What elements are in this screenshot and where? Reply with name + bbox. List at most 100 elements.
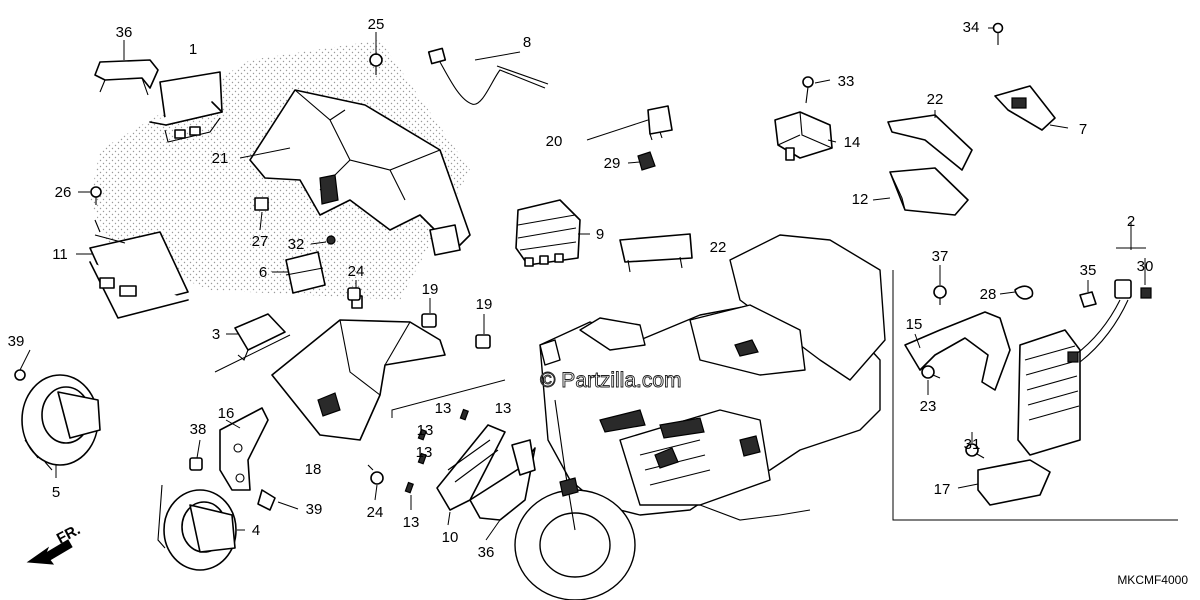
bolt-31[interactable] [965,443,985,459]
callout-21: 21 [212,150,229,167]
callout-27: 27 [252,233,269,250]
callout-24-upper: 24 [348,263,365,280]
callout-13-e: 13 [403,514,420,531]
clip-27[interactable] [254,197,269,211]
callout-38: 38 [190,421,207,438]
watermark: © Partzilla.com [540,369,682,392]
callout-31: 31 [964,436,981,453]
callout-9: 9 [596,226,604,243]
left-group-frame [214,334,291,373]
control-module-1[interactable] [149,71,223,143]
bolt-39-left[interactable] [14,369,26,381]
regulator-2[interactable] [1017,279,1132,456]
callout-19-b: 19 [476,296,493,313]
callout-4: 4 [252,522,260,539]
callout-13-d: 13 [416,444,433,461]
callout-32: 32 [288,236,305,253]
right-group-frame [892,270,1178,521]
bolt-38[interactable] [189,457,203,471]
bolt-37[interactable] [933,285,947,305]
callout-34: 34 [963,19,980,36]
connector-3[interactable] [234,313,286,361]
bracket-15[interactable] [904,311,1011,391]
callout-16: 16 [218,405,235,422]
cover-17[interactable] [977,459,1051,506]
callout-17: 17 [934,481,951,498]
callout-23: 23 [920,398,937,415]
callout-29: 29 [604,155,621,172]
callout-22-bottom: 22 [710,239,727,256]
grommet-19-a[interactable] [421,313,437,328]
connector-6[interactable] [285,251,326,294]
bolt-39-right[interactable] [257,489,276,511]
callout-12: 12 [852,191,869,208]
bolt-24-lower[interactable] [367,464,384,485]
callout-33: 33 [838,73,855,90]
grommet-19-b[interactable] [475,334,491,349]
callout-13-c: 13 [417,422,434,439]
front-direction-label: FR. [54,521,83,547]
clamp-28[interactable] [1014,285,1034,300]
callout-14: 14 [844,134,861,151]
cover-22-top[interactable] [887,114,973,171]
clip-36[interactable] [94,59,159,96]
bracket-18[interactable] [271,295,446,441]
callout-13-a: 13 [435,400,452,417]
screw-33[interactable] [802,76,814,104]
callout-30: 30 [1137,258,1154,275]
main-bracket-21[interactable] [249,89,471,256]
callout-3: 3 [212,326,220,343]
callout-28: 28 [980,286,997,303]
leader-lines [19,27,1146,541]
horn-5[interactable] [21,374,101,471]
ecu-module-11[interactable] [89,219,189,319]
callout-2: 2 [1127,213,1135,230]
cover-22-bottom[interactable] [619,233,693,273]
horn-4[interactable] [157,484,237,571]
front-direction-arrow-icon [26,539,73,565]
callout-11: 11 [52,246,68,263]
callout-20: 20 [546,133,563,150]
callout-1: 1 [189,41,197,58]
callout-22-top: 22 [927,91,944,108]
callout-37: 37 [932,248,949,265]
clip-36-lower[interactable] [511,439,536,476]
callout-19-a: 19 [422,281,439,298]
screw-34[interactable] [992,22,1004,46]
callout-5: 5 [52,484,60,501]
callout-35: 35 [1080,262,1097,279]
callout-26: 26 [55,184,72,201]
callout-8: 8 [523,34,531,51]
callout-25: 25 [368,16,385,33]
ecu-9[interactable] [515,199,581,267]
wire-harness-8[interactable] [427,47,549,105]
bracket-16[interactable] [219,407,269,491]
callout-10: 10 [442,529,459,546]
callout-36-bottom: 36 [478,544,495,561]
callout-39-right: 39 [306,501,323,518]
holder-10[interactable] [436,424,536,521]
figure-code: MKCMF4000 [1117,573,1188,587]
callout-7: 7 [1079,121,1087,138]
grommet-30[interactable] [1140,287,1152,299]
bolt-23[interactable] [921,365,941,379]
motorcycle-illustration [514,234,886,600]
callout-6: 6 [259,264,267,281]
module-12[interactable] [889,167,969,216]
callout-15: 15 [906,316,923,333]
screw-32[interactable] [326,235,336,245]
nut-35[interactable] [1079,291,1097,308]
callout-13-b: 13 [495,400,512,417]
lower-group-frame [391,379,506,418]
screw-26[interactable] [90,186,102,205]
bolt-24-upper[interactable] [347,287,361,301]
relay-20[interactable] [647,105,673,141]
sensor-14[interactable] [774,111,833,161]
callout-39-left: 39 [8,333,25,350]
callout-24-lower: 24 [367,504,384,521]
tabs-13[interactable] [404,408,469,494]
sensor-bracket-7[interactable] [994,85,1056,131]
clip-29[interactable] [637,151,656,171]
callout-18: 18 [305,461,322,478]
